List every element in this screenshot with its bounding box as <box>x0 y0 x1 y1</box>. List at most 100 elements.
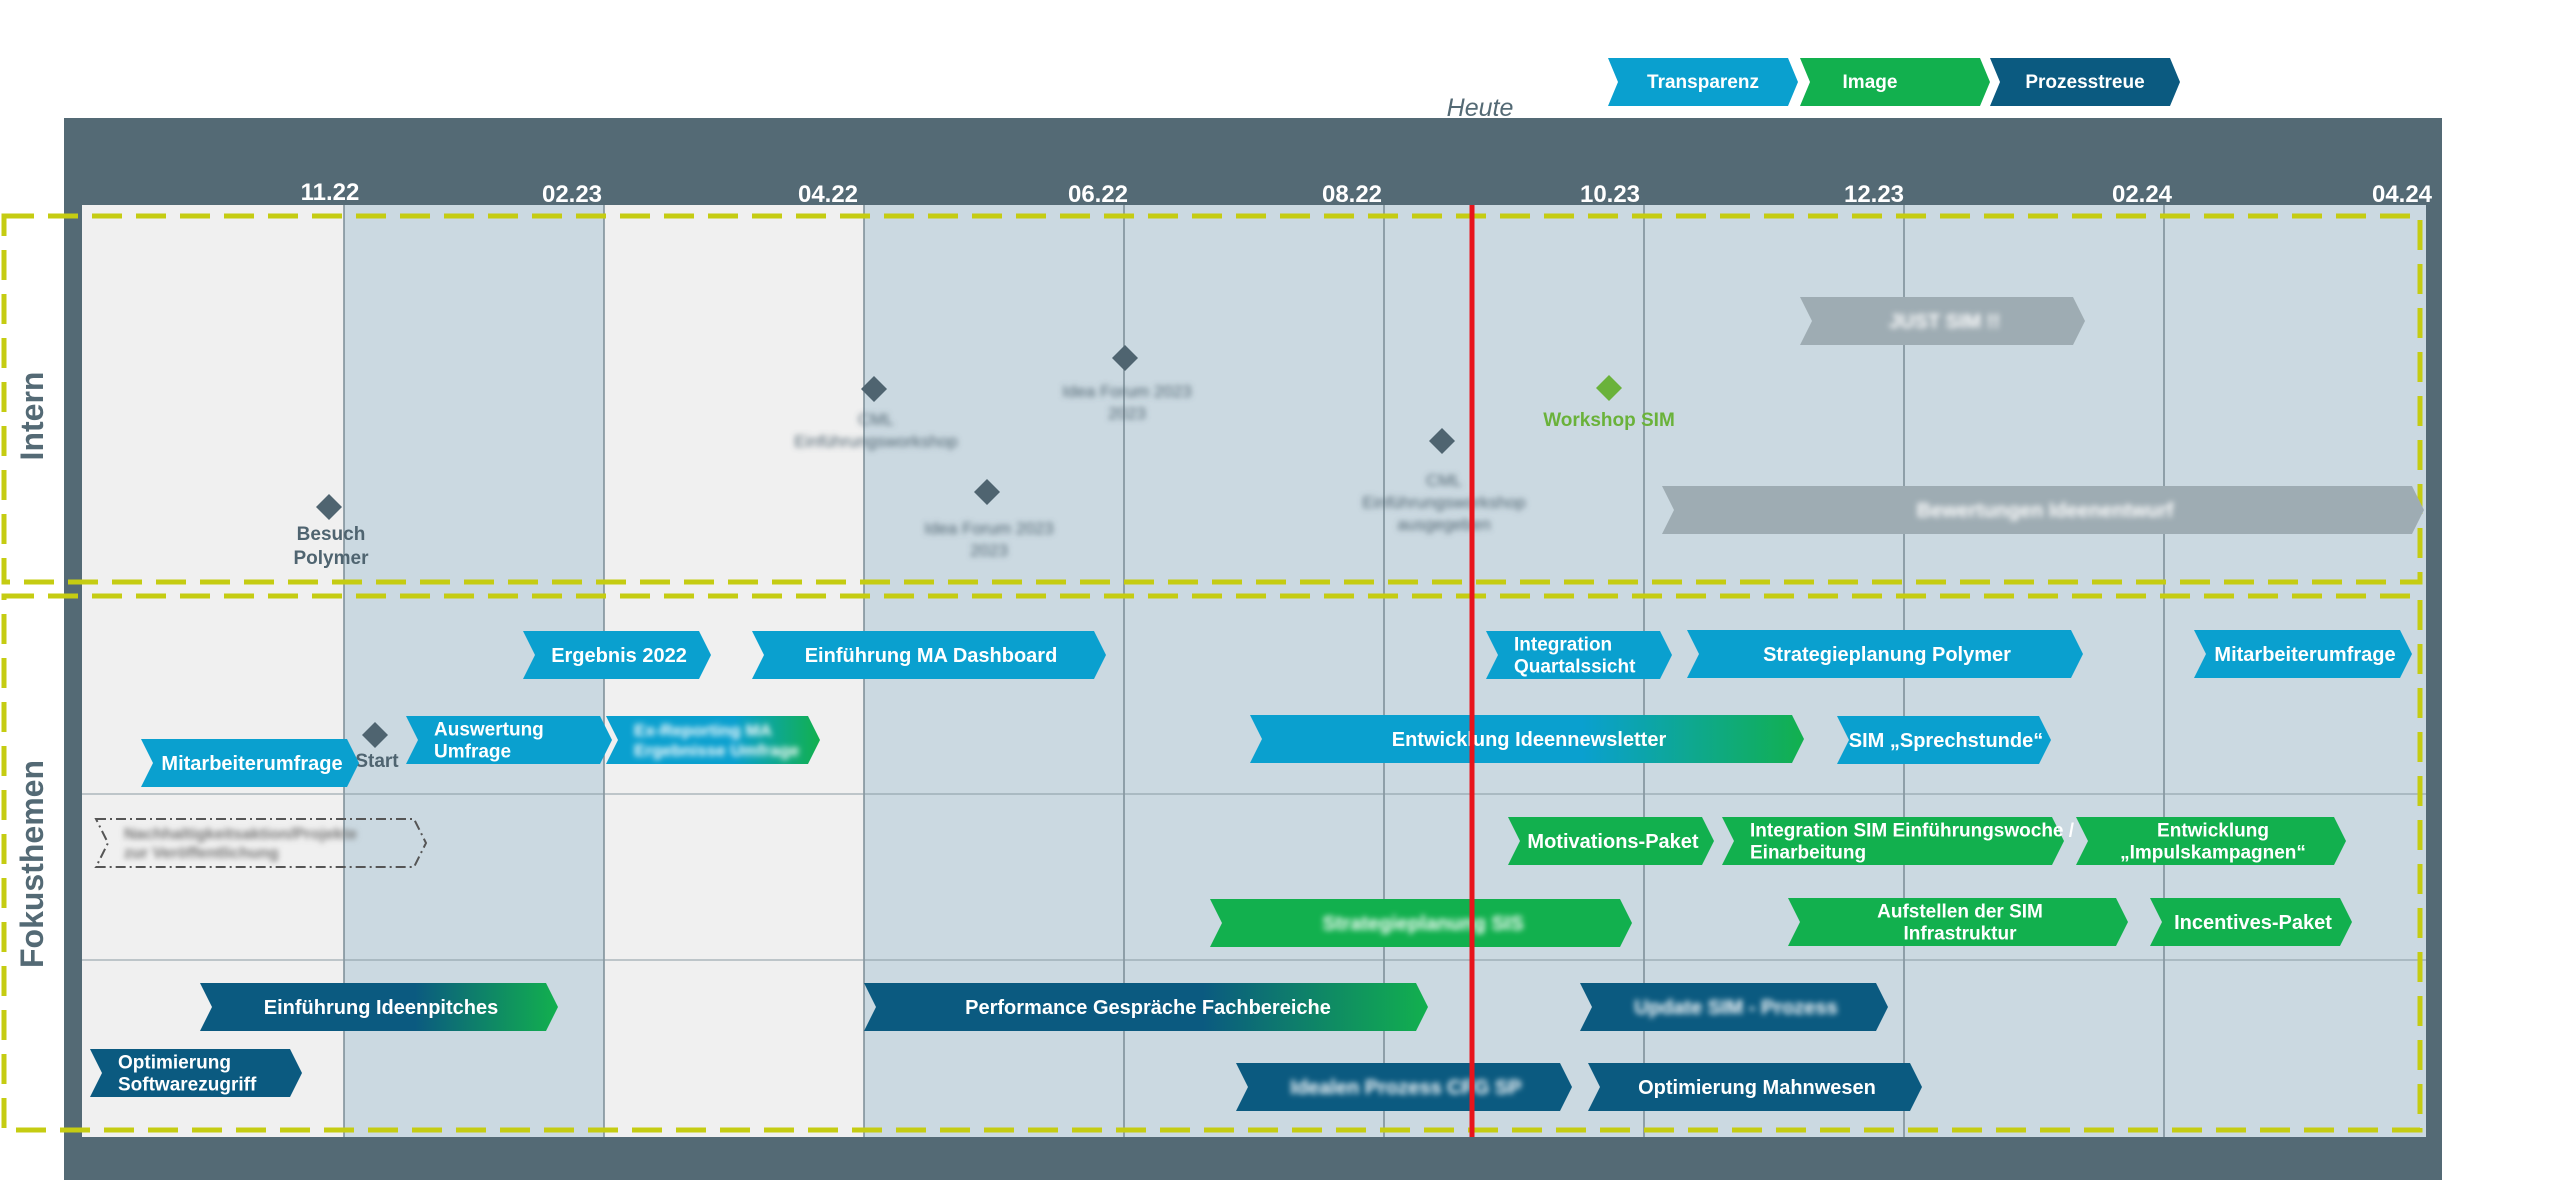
activity-bar-label-line: Idealen Prozess CFG SP <box>1290 1077 1521 1099</box>
milestone-label: Idea Forum 2023 2023 <box>1062 382 1191 423</box>
milestone: Workshop SIM <box>1543 375 1675 431</box>
legend-label: Image <box>1843 72 1898 93</box>
activity-bar-label-line: „Impulskampagnen“ <box>2120 843 2306 864</box>
activity-bar-shape <box>1662 486 2424 534</box>
activity-bar-label: Einführung Ideenpitches <box>264 997 498 1019</box>
activity-bar-label-line: Aufstellen der SIM <box>1877 902 2043 923</box>
legend: Transparenz Image Prozesstreue <box>1608 58 2180 106</box>
activity-bar: Einführung Ideenpitches <box>200 983 558 1031</box>
milestone-label-line: 2023 <box>1108 404 1146 423</box>
legend-item-transparenz: Transparenz <box>1608 58 1798 106</box>
activity-bar-label: Motivations-Paket <box>1527 831 1698 853</box>
activity-bar: Mitarbeiterumfrage <box>141 739 359 787</box>
activity-bar: Entwicklung Ideennewsletter <box>1250 715 1804 763</box>
legend-label: Transparenz <box>1647 72 1759 93</box>
milestone-label-line: CML <box>858 410 894 429</box>
activity-bar-shape <box>1588 1063 1922 1111</box>
activity-bar-shape <box>1687 630 2083 678</box>
activity-bar-label: Ergebnis 2022 <box>551 645 687 667</box>
activity-bar-shape <box>90 1049 302 1097</box>
legend-item-prozesstreue: Prozesstreue <box>1990 58 2180 106</box>
activity-bar-label-line: Infrastruktur <box>1904 924 2018 945</box>
activity-bar-label-line: Entwicklung <box>2157 821 2269 842</box>
activity-bar: Einführung MA Dashboard <box>752 631 1106 679</box>
activity-bar-label-line: Integration <box>1514 635 1612 656</box>
axis-tick-label: 04.24 <box>2372 181 2433 208</box>
activity-bar-label: Bewertungen Ideenentwurf <box>1917 500 2174 522</box>
row-separators <box>82 793 2426 961</box>
milestone-label-line: Einführungsworkshop <box>1362 493 1525 512</box>
activity-bar: Optimierung Mahnwesen <box>1588 1063 1922 1111</box>
milestone-label: Start <box>355 751 399 772</box>
activity-bar-label-line: Einführung Ideenpitches <box>264 997 498 1019</box>
activity-bar-label-line: Ergebnisse Umfrage <box>634 741 799 760</box>
activity-bar-label-line: Auswertung <box>434 720 544 741</box>
activity-bar-label-line: Einführung MA Dashboard <box>805 645 1058 667</box>
activity-bar-label: Update SIM - Prozess <box>1634 997 1837 1019</box>
activity-bar: Performance Gespräche Fachbereiche <box>864 983 1428 1031</box>
activity-bar-label-line: Quartalssicht <box>1514 657 1636 678</box>
activity-bar: Bewertungen Ideenentwurf <box>1662 486 2424 534</box>
activity-bar-shape <box>1236 1063 1572 1111</box>
activity-bar-shape <box>200 983 558 1031</box>
activity-bar-label: Einführung MA Dashboard <box>805 645 1058 667</box>
activity-bar-label: JUST SIM !! <box>1889 311 2000 333</box>
activity-bar-label: SIM „Sprechstunde“ <box>1849 730 2043 752</box>
activity-bar-shape <box>523 631 711 679</box>
activity-bar: Ergebnis 2022 <box>523 631 711 679</box>
activity-bar-label: Incentives-Paket <box>2174 912 2332 934</box>
activity-bar-label: Mitarbeiterumfrage <box>2214 644 2395 666</box>
milestone-label: Workshop SIM <box>1543 410 1675 431</box>
activity-bar-label: Optimierung Mahnwesen <box>1638 1077 1876 1099</box>
activity-bar-shape <box>606 716 820 764</box>
activity-bar-shape <box>2076 817 2346 865</box>
activity-bar-label-line: Ergebnis 2022 <box>551 645 687 667</box>
activity-bar: Update SIM - Prozess <box>1580 983 1888 1031</box>
grid-cell <box>82 205 344 1137</box>
activity-bar: Mitarbeiterumfrage <box>2194 630 2412 678</box>
activity-bar-shape <box>864 983 1428 1031</box>
activity-bar-shape <box>1580 983 1888 1031</box>
activity-bar-shape <box>752 631 1106 679</box>
activity-bar-label-line: Performance Gespräche Fachbereiche <box>965 997 1331 1019</box>
activity-bar: JUST SIM !! <box>1800 297 2085 345</box>
legend-label: Prozesstreue <box>2025 72 2144 93</box>
activity-bar-label-line: Strategieplanung Polymer <box>1763 644 2011 666</box>
activity-bar-shape <box>2194 630 2412 678</box>
milestone-diamond-icon <box>861 376 887 402</box>
section-fokus-box <box>1 593 2423 1133</box>
activity-bar-label-line: JUST SIM !! <box>1889 311 2000 333</box>
activity-bar-shape <box>1210 899 1632 947</box>
activity-bar-label-line: Incentives-Paket <box>2174 912 2332 934</box>
axis-tick-label: 04.22 <box>798 181 858 208</box>
activity-bar-label: Performance Gespräche Fachbereiche <box>965 997 1331 1019</box>
activity-bars: JUST SIM !! Bewertungen IdeenentwurfErgeb… <box>90 297 2424 1111</box>
activity-bar: Entwicklung„Impulskampagnen“ <box>2076 817 2346 865</box>
milestone-label-line: 2023 <box>970 541 1008 560</box>
milestone-label-line: Idea Forum 2023 <box>1062 382 1191 401</box>
activity-bar: Motivations-Paket <box>1508 817 1714 865</box>
milestone-diamond-icon <box>1596 375 1622 401</box>
section-intern-box <box>1 213 2423 585</box>
activity-bar-label: Entwicklung„Impulskampagnen“ <box>2120 821 2306 864</box>
activity-bar-label-line: SIM „Sprechstunde“ <box>1849 730 2043 752</box>
activity-bar: Idealen Prozess CFG SP <box>1236 1063 1572 1111</box>
activity-bar-label: Mitarbeiterumfrage <box>161 753 342 775</box>
axis-tick-label: 12.23 <box>1844 181 1904 208</box>
activity-bar-label: Strategieplanung SIS <box>1322 913 1523 935</box>
milestone-label-line: Start <box>355 751 399 772</box>
